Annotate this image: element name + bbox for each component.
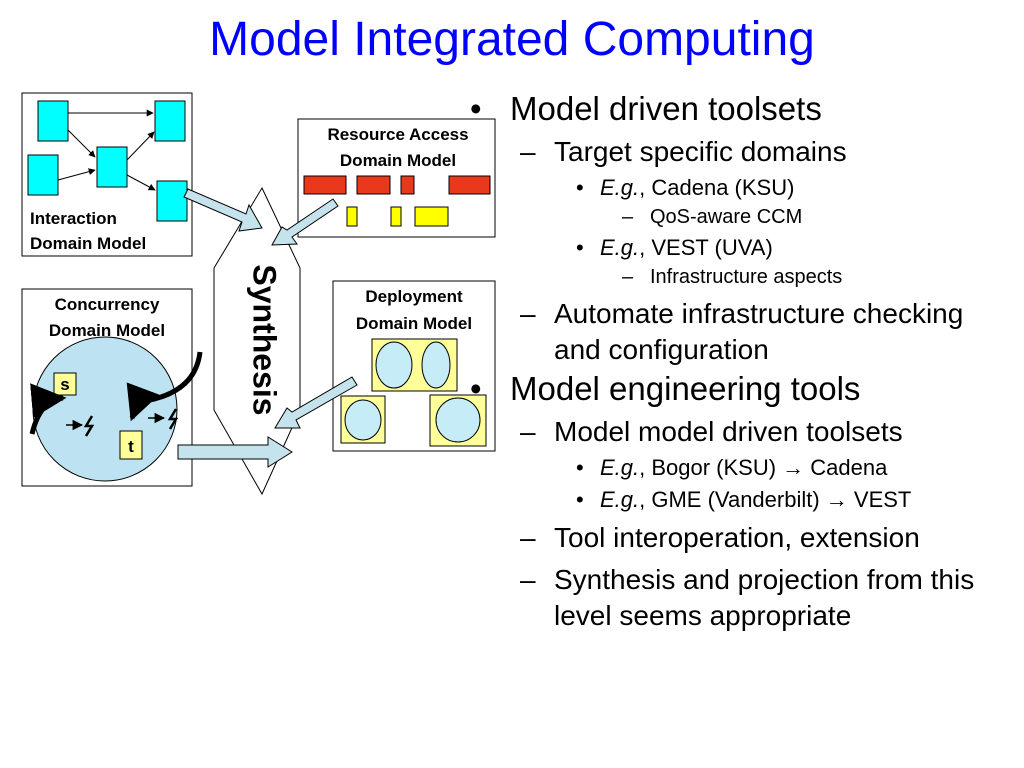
eg-text: E.g. bbox=[600, 235, 640, 260]
resource-label-line1: Resource Access bbox=[327, 125, 468, 144]
arrow-concurrency-to-synthesis bbox=[177, 436, 293, 468]
interaction-node bbox=[156, 180, 188, 222]
bullet-gme: • E.g., GME (Vanderbilt) → VEST bbox=[470, 486, 1015, 514]
deployment-domain-model: Deployment Domain Model bbox=[332, 280, 496, 452]
bullet-cadena: • E.g., Cadena (KSU) bbox=[470, 174, 1015, 202]
bullet-text: , VEST (UVA) bbox=[639, 235, 773, 260]
bullet-text: Model engineering tools bbox=[510, 370, 861, 407]
small-dash-marker: – bbox=[622, 266, 634, 288]
resource-block bbox=[390, 206, 402, 227]
eg-text: E.g. bbox=[600, 175, 640, 200]
bullet-text: Model driven toolsets bbox=[510, 90, 822, 127]
synthesis-hexagon bbox=[213, 186, 301, 496]
small-dash-marker: – bbox=[622, 206, 634, 228]
resource-bar bbox=[400, 175, 415, 195]
bullet-vest: • E.g., VEST (UVA) bbox=[470, 234, 1015, 262]
arrow-resource-to-synthesis bbox=[271, 198, 339, 246]
bullet-list: •Model driven toolsets –Target specific … bbox=[470, 88, 1015, 634]
bullet-model-engineering-tools: • Model engineering tools bbox=[470, 370, 1015, 408]
slide-title: Model Integrated Computing bbox=[209, 13, 815, 66]
bullet-text: , Bogor (KSU) → Cadena bbox=[639, 455, 888, 480]
interaction-node bbox=[154, 100, 186, 142]
resource-block bbox=[346, 206, 358, 227]
interaction-label-line2: Domain Model bbox=[30, 234, 146, 253]
small-bullet-marker: • bbox=[576, 487, 584, 512]
bullet-text: QoS-aware CCM bbox=[650, 206, 803, 228]
resource-block bbox=[414, 206, 449, 227]
small-bullet-marker: • bbox=[576, 175, 584, 200]
resource-access-domain-model: Resource Access Domain Model bbox=[297, 118, 496, 238]
deployment-label-line2: Domain Model bbox=[356, 314, 472, 333]
resource-label-line2: Domain Model bbox=[340, 151, 456, 170]
thread-arrow-t bbox=[126, 351, 203, 422]
resource-bar bbox=[303, 175, 347, 195]
interaction-node bbox=[37, 100, 69, 142]
bullet-tool-interoperation: –Tool interoperation, extension bbox=[470, 520, 1015, 556]
bullet-automate-infrastructure: –Automate infrastructure checking and co… bbox=[470, 296, 1015, 368]
state-t-box bbox=[119, 430, 143, 460]
dash-marker: – bbox=[520, 564, 536, 595]
eg-text: E.g. bbox=[600, 487, 640, 512]
bullet-synthesis-projection: –Synthesis and projection from this leve… bbox=[470, 562, 1015, 634]
concurrency-label-line2: Domain Model bbox=[49, 321, 165, 340]
bullet-text: , Cadena (KSU) bbox=[639, 175, 795, 200]
interaction-node bbox=[27, 154, 59, 196]
bullet-text: Tool interoperation, extension bbox=[554, 522, 920, 553]
eg-text: E.g. bbox=[600, 455, 640, 480]
bullet-marker: • bbox=[470, 370, 482, 407]
dash-marker: – bbox=[520, 522, 536, 553]
dash-marker: – bbox=[520, 136, 536, 167]
state-t-label: t bbox=[128, 437, 134, 456]
state-s-label: s bbox=[60, 375, 69, 394]
interaction-domain-model: Interaction Domain Model bbox=[21, 92, 193, 257]
arrow-interaction-to-synthesis bbox=[183, 188, 263, 232]
concurrency-label-line1: Concurrency bbox=[55, 295, 160, 314]
bullet-text: Target specific domains bbox=[554, 136, 847, 167]
small-bullet-marker: • bbox=[576, 235, 584, 260]
bullet-qos-aware-ccm: –QoS-aware CCM bbox=[470, 204, 1015, 230]
deployment-component bbox=[344, 399, 382, 441]
bullet-text: Synthesis and projection from this level… bbox=[554, 564, 975, 631]
concurrency-domain-model: Concurrency Domain Model s t bbox=[21, 288, 203, 487]
deployment-component bbox=[375, 341, 413, 389]
bullet-text: Model model driven toolsets bbox=[554, 416, 903, 447]
small-bullet-marker: • bbox=[576, 455, 584, 480]
resource-bar bbox=[356, 175, 391, 195]
deployment-component bbox=[435, 397, 481, 443]
dash-marker: – bbox=[520, 416, 536, 447]
synthesis-label: Synthesis bbox=[247, 264, 283, 415]
mic-diagram: Synthesis Interaction Domain Model Resou… bbox=[21, 92, 496, 496]
bullet-infrastructure-aspects: –Infrastructure aspects bbox=[470, 264, 1015, 290]
deployment-label-line1: Deployment bbox=[365, 287, 463, 306]
bullet-target-specific-domains: –Target specific domains bbox=[470, 134, 1015, 170]
arrow-deployment-to-synthesis bbox=[274, 376, 358, 429]
bullet-text: , GME (Vanderbilt) → VEST bbox=[639, 487, 912, 512]
bullet-marker: • bbox=[470, 90, 482, 127]
bullet-text: Automate infrastructure checking and con… bbox=[554, 298, 964, 365]
bullet-bogor: • E.g., Bogor (KSU) → Cadena bbox=[470, 454, 1015, 482]
concurrency-region bbox=[32, 336, 178, 482]
bullet-text: Infrastructure aspects bbox=[650, 266, 843, 288]
interaction-node bbox=[96, 146, 128, 188]
bullet-model-driven-toolsets: • Model driven toolsets bbox=[470, 90, 1015, 128]
dash-marker: – bbox=[520, 298, 536, 329]
interaction-label-line1: Interaction bbox=[30, 209, 117, 228]
thread-arrow-s bbox=[29, 383, 67, 435]
resource-bar bbox=[448, 175, 491, 195]
deployment-component bbox=[421, 341, 451, 389]
bullet-model-model-driven-toolsets: –Model model driven toolsets bbox=[470, 414, 1015, 450]
